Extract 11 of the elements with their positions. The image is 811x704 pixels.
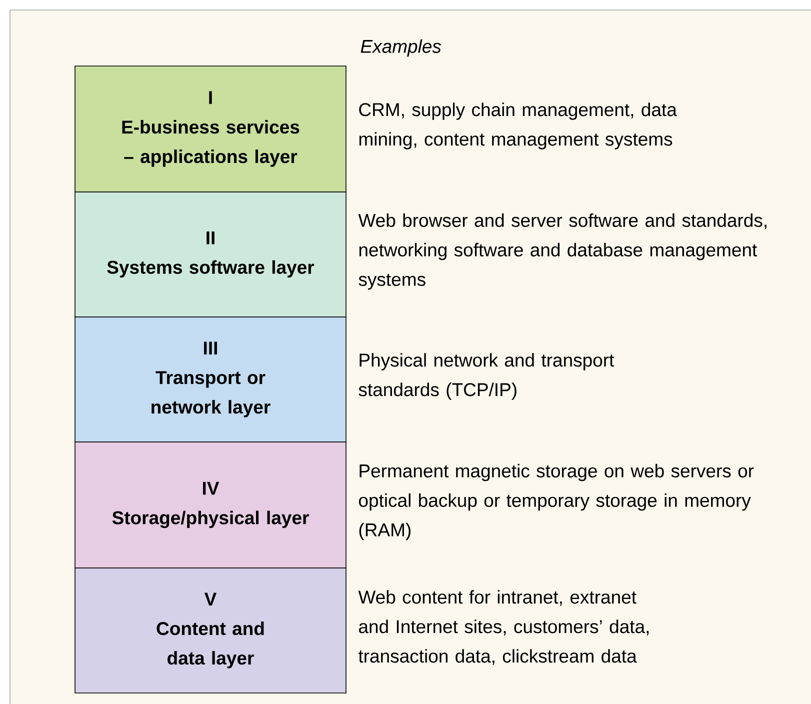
example-text: Web browser and server software and standards, networking software and database management systems (358, 213, 766, 290)
column-heading: Examples (360, 39, 442, 57)
layer-box: III Transport or network layer (74, 316, 346, 442)
layer-box: II Systems software layer (74, 192, 346, 318)
layer-box: I E-business services – applications layer (74, 66, 346, 192)
layer-box: IV Storage/physical layer (74, 442, 346, 568)
example-text: Permanent magnetic storage on web servers or optical backup or temporary storage in memory (RAM) (359, 464, 754, 540)
example-text: CRM, supply chain management, data mining, content management systems (359, 102, 677, 150)
example-text: Physical network and transport standards (TCP/IP) (358, 353, 614, 400)
layer-box: V Content and data layer (74, 568, 346, 694)
example-text: Web content for intranet, extranet and Internet sites, customers’ data, transaction data, clickstream data (358, 590, 649, 665)
